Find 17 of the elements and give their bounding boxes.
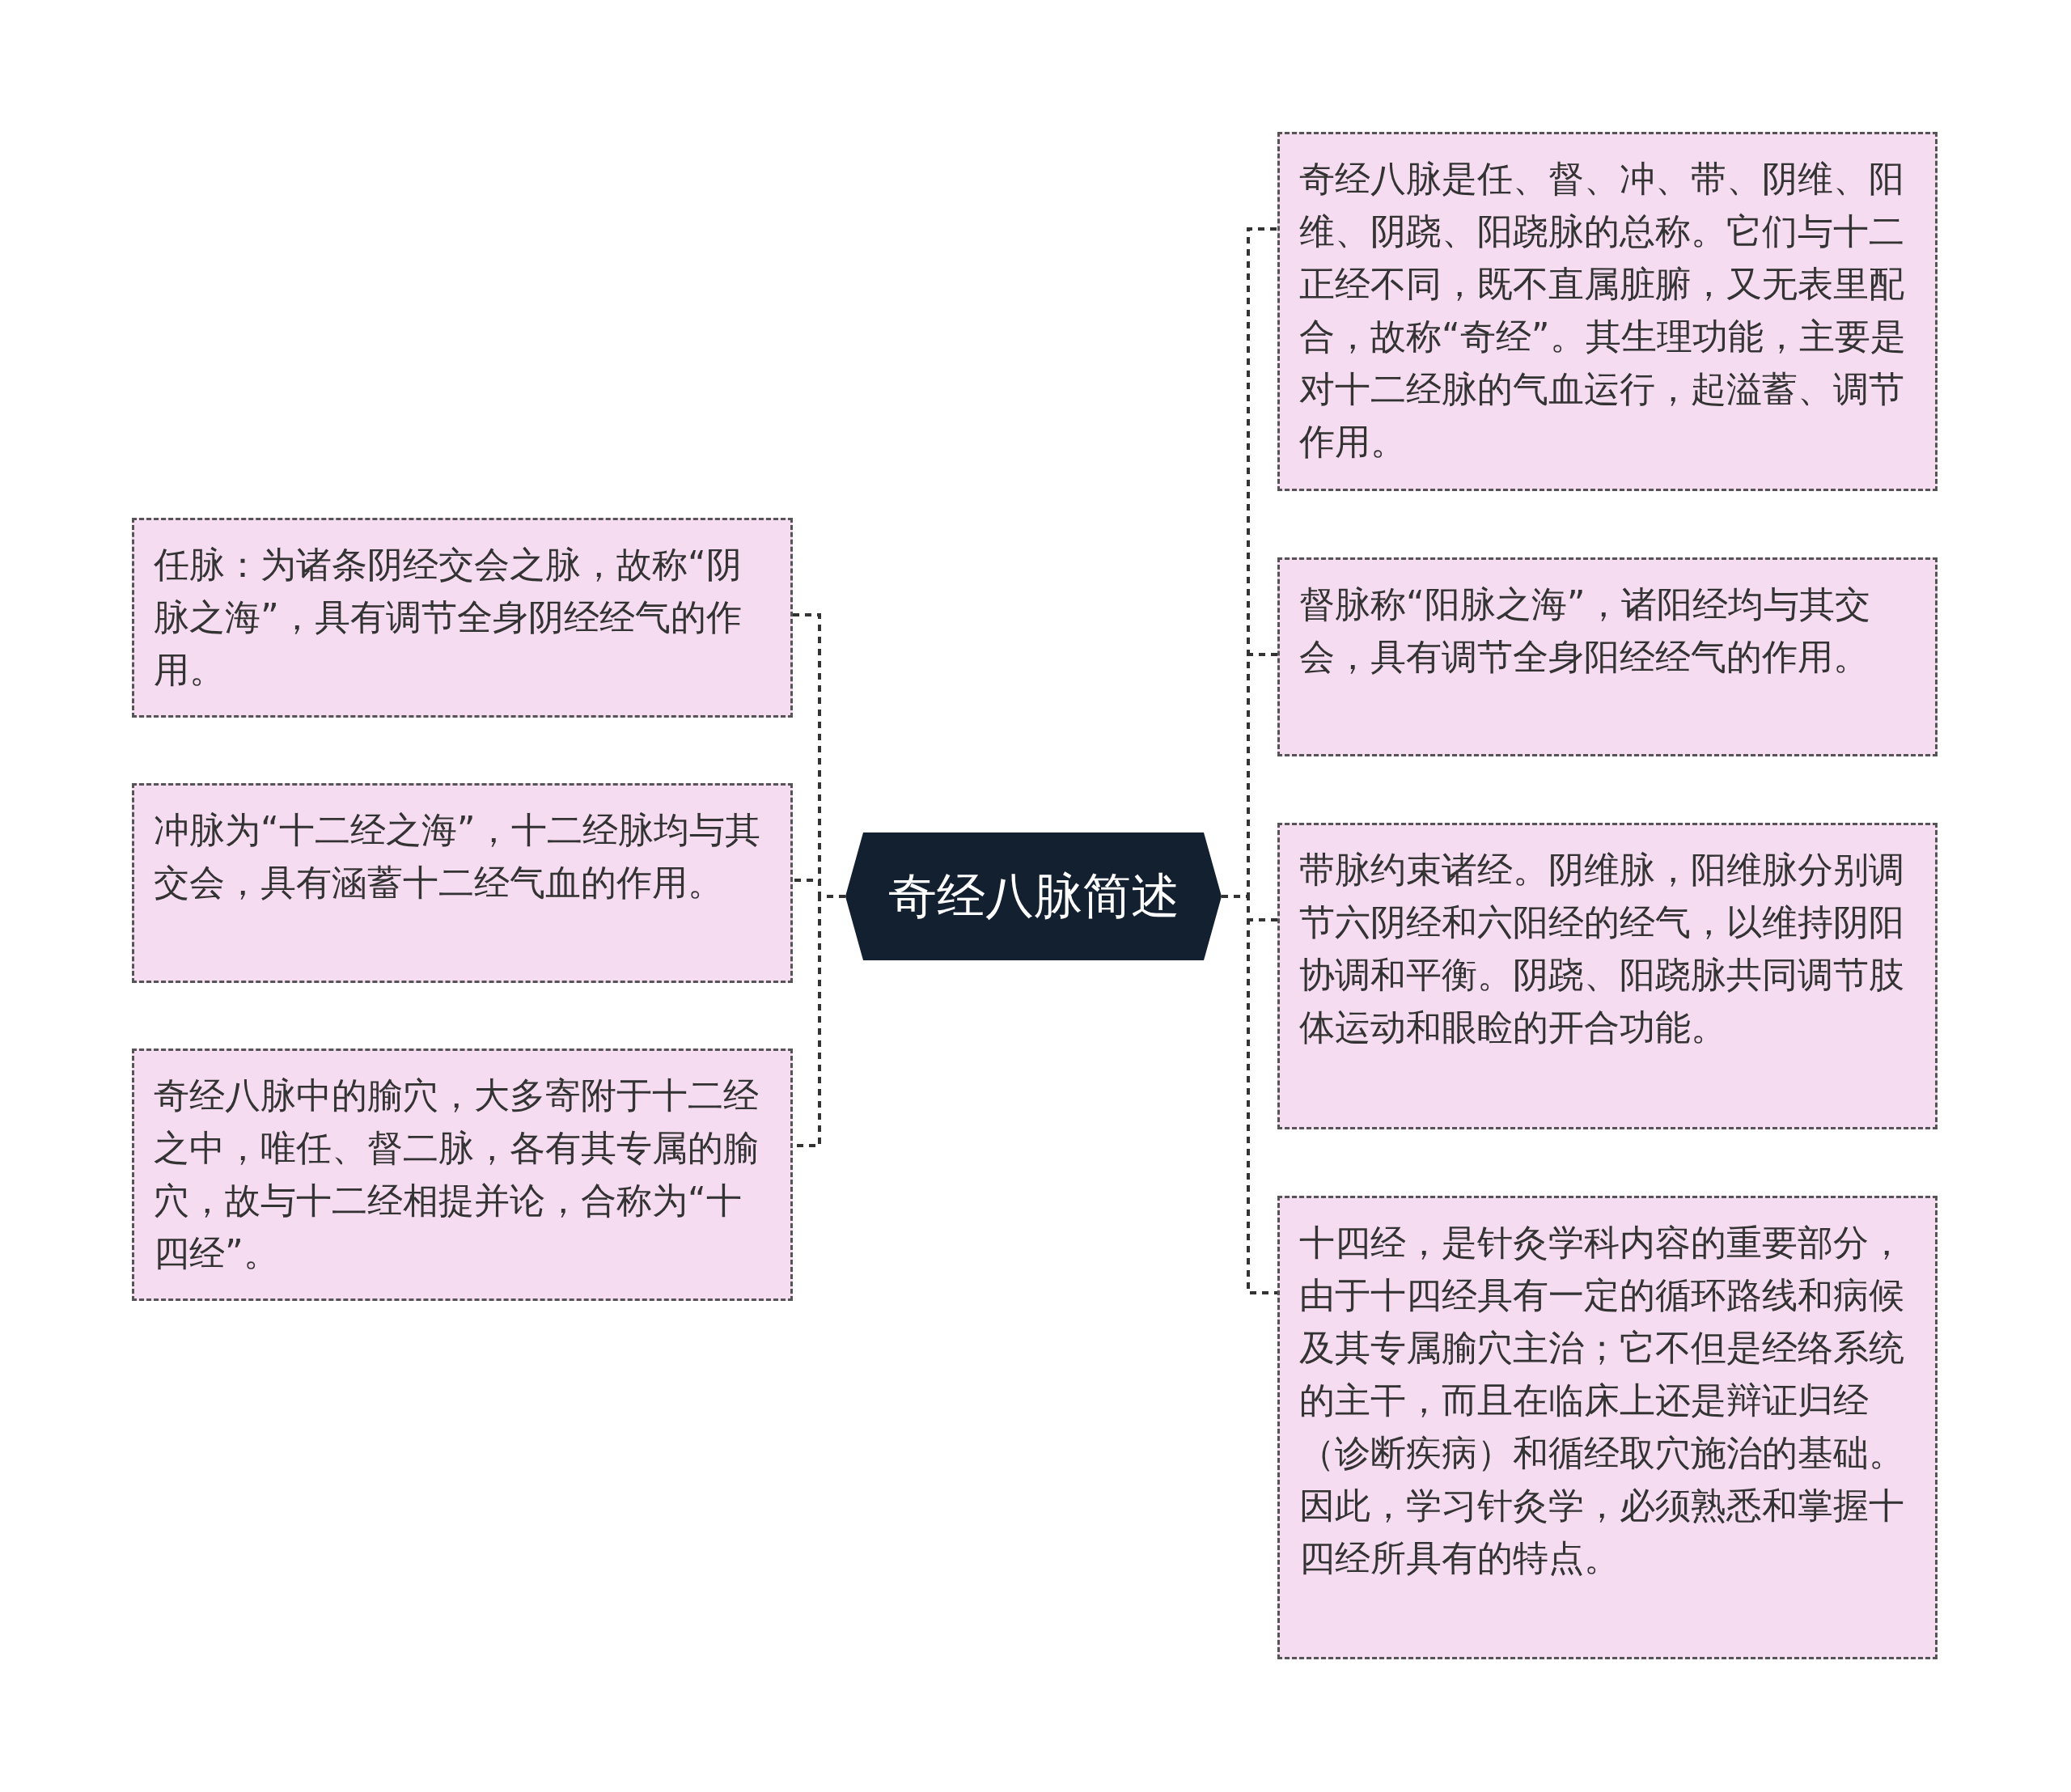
topic-text: 任脉：为诸条阴经交会之脉，故称“阴脉之海”，具有调节全身阴经经气的作用。: [154, 543, 743, 692]
connector-line: [1222, 895, 1277, 1294]
topic-box: [1277, 557, 1938, 756]
topic-text: 带脉约束诸经。阴维脉，阳维脉分别调节六阴经和六阳经的经气，以维持阴阳协调和平衡。阴跷、阳跷脉共同调节肢体运动和眼睑的开合功能。: [1299, 848, 1905, 1049]
topic-box: [132, 783, 793, 983]
root-hexagon: [845, 832, 1222, 960]
topic-box: [1277, 1196, 1938, 1659]
topic-text: 督脉称“阳脉之海”，诸阳经均与其交会，具有调节全身阳经经气的作用。: [1299, 583, 1871, 679]
topic-text: 十四经，是针灸学科内容的重要部分，由于十四经具有一定的循环路线和病候及其专属腧穴主治；它不但是经络系统的主干，而且在临床上还是辩证归经（诊断疾病）和循经取穴施治的基础。因此，学习针灸学，必须熟悉和掌握十四经所具有的特点。: [1299, 1221, 1905, 1580]
topic-box: [1277, 132, 1938, 491]
topic-text: 奇经八脉中的腧穴，大多寄附于十二经之中，唯任、督二脉，各有其专属的腧穴，故与十二经相提并论，合称为“十四经”。: [154, 1074, 760, 1275]
topic-text: 奇经八脉是任、督、冲、带、阴维、阳维、阴跷、阳跷脉的总称。它们与十二正经不同，既不直属脏腑，又无表里配合，故称“奇经”。其生理功能，主要是对十二经脉的气血运行，起溢蓄、调节作用。: [1299, 157, 1907, 464]
root-title: 奇经八脉简述: [887, 866, 1179, 926]
topic-box: [1277, 823, 1938, 1129]
topic-text: 冲脉为“十二经之海”，十二经脉均与其交会，具有涵蓄十二经气血的作用。: [154, 808, 761, 904]
topic-box: [132, 518, 793, 718]
topic-box: [132, 1049, 793, 1301]
